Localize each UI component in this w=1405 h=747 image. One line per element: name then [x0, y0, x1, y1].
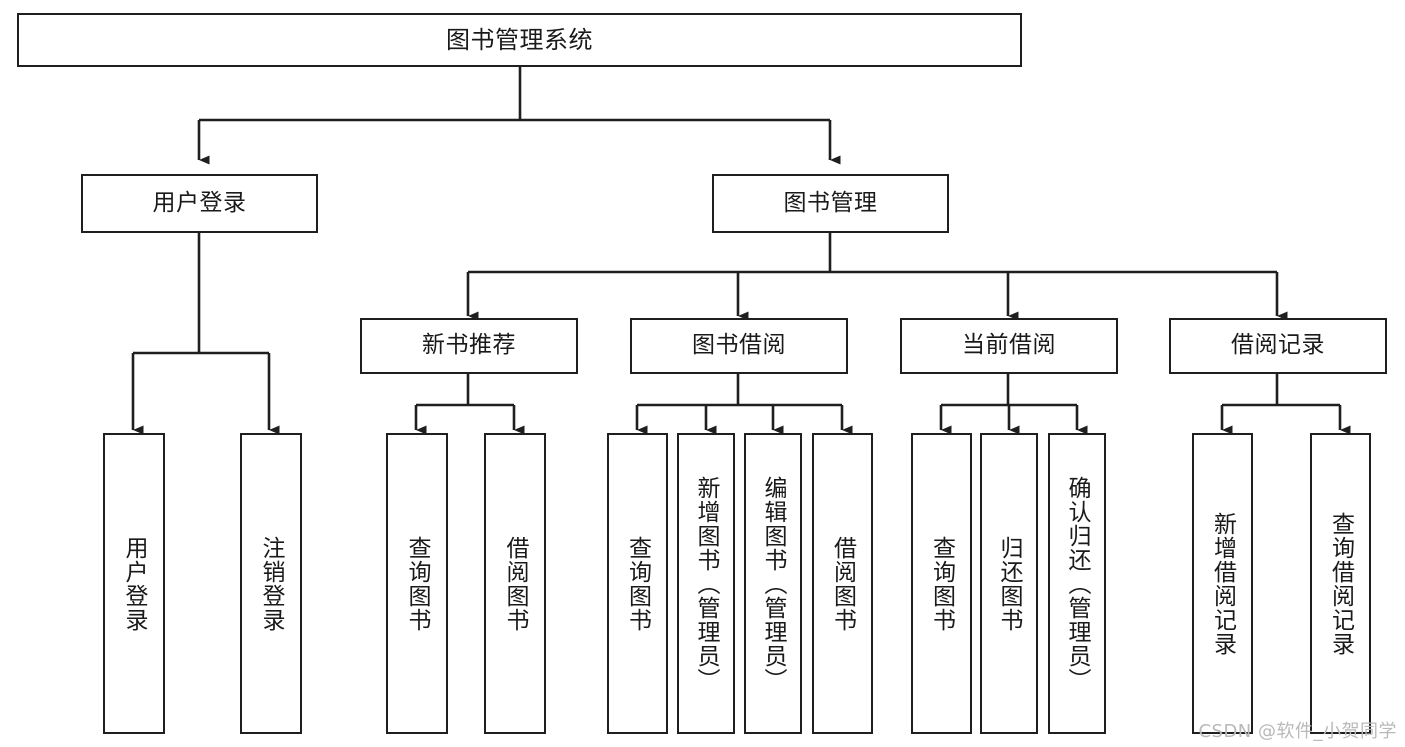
node-user-login[interactable]: 用户登录 [81, 174, 318, 233]
node-new-book-recommend[interactable]: 新书推荐 [360, 318, 578, 374]
node-label: 图书管理系统 [446, 25, 593, 54]
leaf-add-book-admin[interactable]: 新增图书（管理员） [677, 433, 735, 734]
leaf-label: 用户登录 [121, 535, 148, 632]
leaf-logout[interactable]: 注销登录 [240, 433, 302, 734]
node-label: 图书借阅 [692, 332, 786, 359]
leaf-borrow-book-recommend[interactable]: 借阅图书 [484, 433, 546, 734]
node-book-borrow[interactable]: 图书借阅 [630, 318, 848, 374]
leaf-label: 查询图书 [404, 535, 431, 632]
leaf-label: 编辑图书（管理员） [760, 475, 787, 692]
leaf-borrow-book[interactable]: 借阅图书 [812, 433, 873, 734]
leaf-user-login[interactable]: 用户登录 [103, 433, 165, 734]
leaf-query-borrow-record[interactable]: 查询借阅记录 [1310, 433, 1371, 734]
leaf-label: 借阅图书 [829, 535, 856, 632]
node-label: 当前借阅 [962, 332, 1056, 359]
leaf-label: 查询图书 [928, 535, 955, 632]
node-current-borrow[interactable]: 当前借阅 [900, 318, 1118, 374]
node-root-book-management-system[interactable]: 图书管理系统 [17, 13, 1022, 67]
leaf-label: 查询图书 [624, 535, 651, 632]
leaf-label: 新增借阅记录 [1209, 511, 1236, 656]
leaf-label: 确认归还（管理员） [1064, 475, 1091, 692]
leaf-query-book-borrow[interactable]: 查询图书 [607, 433, 668, 734]
node-label: 用户登录 [152, 189, 247, 216]
leaf-label: 注销登录 [258, 535, 285, 632]
leaf-query-book-recommend[interactable]: 查询图书 [386, 433, 448, 734]
leaf-label: 借阅图书 [502, 535, 529, 632]
node-book-management[interactable]: 图书管理 [712, 174, 949, 233]
node-borrow-record[interactable]: 借阅记录 [1169, 318, 1387, 374]
leaf-confirm-return-admin[interactable]: 确认归还（管理员） [1048, 433, 1106, 734]
leaf-edit-book-admin[interactable]: 编辑图书（管理员） [744, 433, 802, 734]
leaf-label: 归还图书 [996, 535, 1023, 632]
leaf-return-book[interactable]: 归还图书 [980, 433, 1038, 734]
node-label: 图书管理 [783, 189, 878, 216]
node-label: 借阅记录 [1231, 332, 1325, 359]
leaf-add-borrow-record[interactable]: 新增借阅记录 [1192, 433, 1253, 734]
node-label: 新书推荐 [422, 332, 516, 359]
leaf-label: 新增图书（管理员） [693, 475, 720, 692]
leaf-label: 查询借阅记录 [1327, 511, 1354, 656]
leaf-query-book-current[interactable]: 查询图书 [911, 433, 972, 734]
